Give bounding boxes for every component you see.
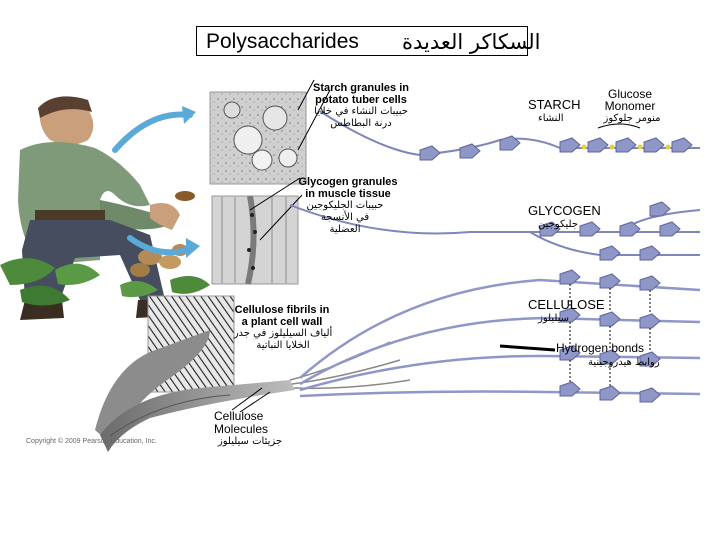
cellulose-fibrils-label: Cellulose fibrils in a plant cell wall: [230, 304, 334, 328]
starch-micrograph: [209, 91, 307, 185]
molecules-label-line2: Molecules: [214, 422, 269, 436]
glycogen-structure-label-ar: جليكوجين: [538, 219, 579, 230]
molecules-label-ar: جزيئات سيليلوز: [217, 436, 283, 447]
starch-label-ar2: درنة البطاطس: [330, 118, 392, 129]
starch-granules-label-ar: حبيبات النشاء في خلايا درنة البطاطس: [305, 106, 417, 130]
glycogen-label-ar2: في الأنسجة: [320, 212, 370, 223]
starch-granules-label: Starch granules in potato tuber cells: [305, 82, 417, 106]
title-arabic: السكاكر العديدة: [402, 30, 541, 54]
molecule-pointers: [231, 387, 271, 413]
cellulose-strands: [299, 278, 701, 398]
monomer-bracket: [597, 123, 641, 129]
glycogen-granules-label: Glycogen granules in muscle tissue: [296, 176, 400, 200]
cellulose-fibrils-label-ar: ألياف السيليلوز في جدر الخلايا النباتية: [228, 328, 338, 352]
starch-label-line1: Starch granules in: [313, 82, 409, 94]
starch-structure-label-ar: النشاء: [538, 113, 564, 124]
monomer-label-line1: Glucose: [607, 87, 653, 101]
hydrogen-bonds-label-ar: روابط هيدروجينية: [588, 357, 660, 368]
cellulose-label-line1: Cellulose fibrils in: [234, 304, 330, 316]
glycogen-label-ar1: حبيبات الجليكوجين: [306, 200, 384, 211]
cellulose-rings: [559, 269, 661, 403]
glycogen-label-ar3: العضلية: [329, 224, 361, 235]
cellulose-structure-label-ar: سيليلوز: [538, 313, 570, 324]
glucose-monomer-label: Glucose Monomer: [598, 88, 662, 112]
glycogen-rings: [539, 201, 681, 261]
pointer-lines: [249, 79, 331, 241]
starch-label-ar1: حبيبات النشاء في خلايا: [314, 106, 408, 117]
glycogen-micrograph: [211, 195, 299, 285]
starch-structure-label: STARCH: [528, 97, 581, 112]
starch-chain: [317, 109, 700, 161]
hydrogen-bond-lines: [569, 284, 651, 386]
hbond-pointer: [499, 344, 556, 352]
copyright-text: Copyright © 2009 Pearson Education, Inc.: [26, 438, 157, 445]
glycogen-structure-label: GLYCOGEN: [528, 203, 601, 218]
molecules-label-line1: Cellulose: [214, 409, 264, 423]
arrow-head-glycogen: [186, 238, 200, 258]
hydrogen-bonds-label: Hydrogen bonds: [556, 341, 645, 355]
arrow-head-starch: [182, 106, 196, 124]
cellulose-label-ar1: ألياف السيليلوز في جدر: [233, 328, 333, 339]
monomer-label-line2: Monomer: [604, 99, 656, 113]
glycogen-label-line2: in muscle tissue: [305, 188, 391, 200]
title-box: [196, 26, 528, 56]
title-english: Polysaccharides: [206, 30, 359, 53]
glycogen-granules-label-ar: حبيبات الجليكوجين في الأنسجة العضلية: [300, 200, 390, 236]
glycogen-label-line1: Glycogen granules: [298, 176, 398, 188]
cellulose-label-ar2: الخلايا النباتية: [256, 340, 310, 351]
cellulose-molecules-label: Cellulose Molecules: [214, 410, 284, 436]
starch-label-line2: potato tuber cells: [315, 94, 407, 106]
cellulose-label-line2: a plant cell wall: [241, 316, 323, 328]
glucose-monomer-label-ar: منومر جلوكوز: [603, 113, 661, 124]
cellulose-structure-label: CELLULOSE: [528, 297, 605, 312]
